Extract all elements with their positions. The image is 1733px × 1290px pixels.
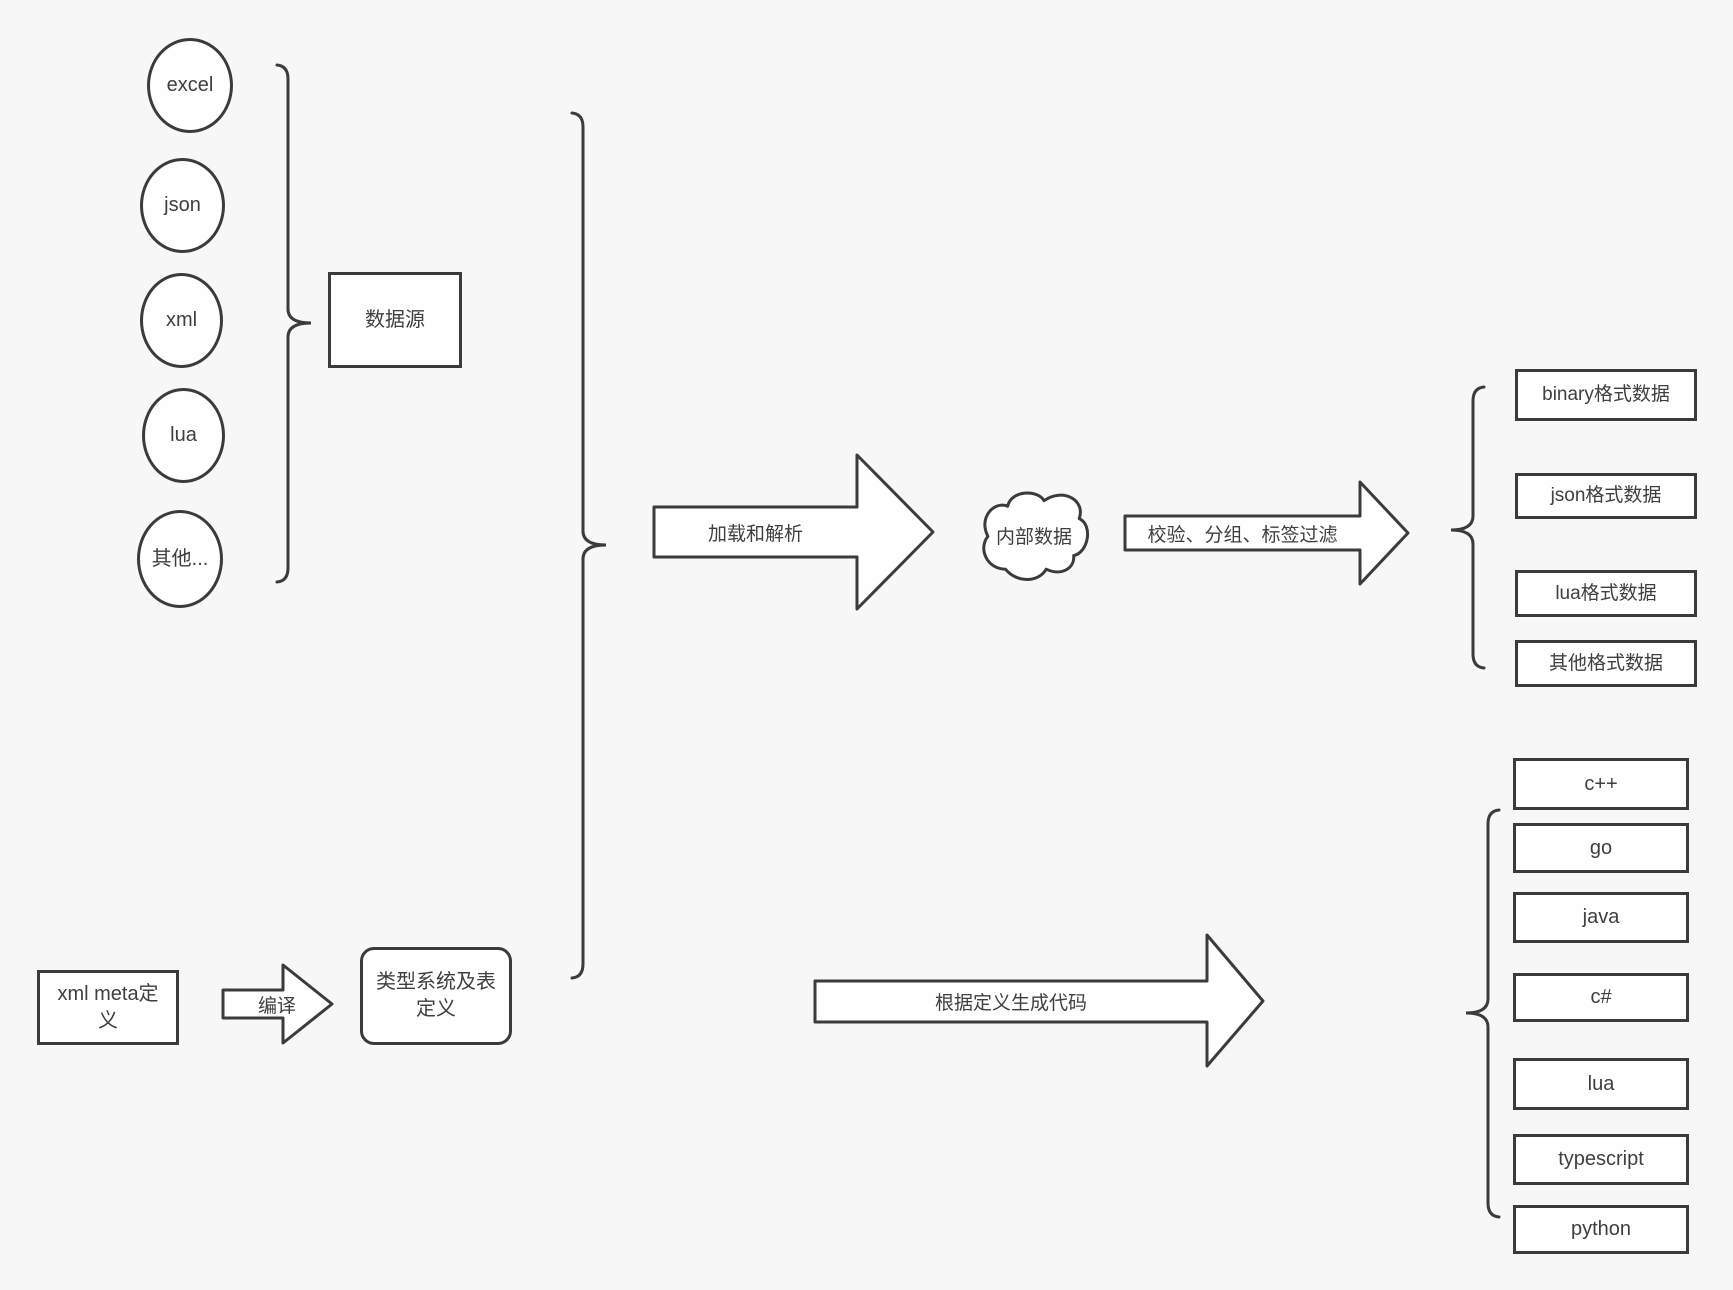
- source-ellipse-other: 其他...: [137, 510, 223, 608]
- source-ellipse-excel: excel: [147, 38, 233, 133]
- format-box-other-label: 其他格式数据: [1548, 652, 1663, 674]
- compile-arrow: [221, 963, 334, 1045]
- language-box-python-label: python: [1570, 1218, 1632, 1240]
- source-ellipse-other-label: 其他...: [151, 547, 209, 570]
- brace-languages: [1465, 808, 1501, 1219]
- internal-data-cloud: [982, 491, 1090, 581]
- format-box-lua: lua格式数据: [1515, 570, 1697, 617]
- load-parse-arrow: [652, 453, 935, 611]
- data-source-box-label: 数据源: [365, 308, 425, 331]
- language-box-csharp-label: c#: [1590, 986, 1612, 1008]
- language-box-lua-label: lua: [1587, 1072, 1615, 1095]
- data-source-box: 数据源: [328, 272, 462, 368]
- type-system-box: 类型系统及表定义: [360, 947, 512, 1045]
- brace-data-formats: [1450, 385, 1486, 670]
- brace-sources: [275, 63, 312, 584]
- format-box-binary: binary格式数据: [1515, 369, 1697, 421]
- type-system-box-label: 类型系统及表定义: [376, 971, 496, 1020]
- language-box-java: java: [1513, 892, 1689, 943]
- language-box-cpp: c++: [1513, 758, 1689, 810]
- source-ellipse-json-label: json: [164, 194, 201, 216]
- load-parse-arrow-label: 加载和解析: [707, 523, 803, 545]
- filter-arrow-label: 校验、分组、标签过滤: [1147, 524, 1338, 546]
- language-box-go-label: go: [1589, 836, 1613, 859]
- format-box-lua-label: lua格式数据: [1555, 582, 1657, 604]
- language-box-cpp-label: c++: [1584, 772, 1618, 795]
- source-ellipse-xml-label: xml: [165, 309, 198, 331]
- format-box-binary-label: binary格式数据: [1542, 384, 1670, 406]
- xml-meta-box: xml meta定义: [37, 970, 179, 1045]
- language-box-java-label: java: [1582, 906, 1620, 928]
- source-ellipse-excel-label: excel: [166, 74, 214, 96]
- language-box-python: python: [1513, 1205, 1689, 1254]
- xml-meta-box-label: xml meta定义: [57, 982, 159, 1032]
- format-box-other: 其他格式数据: [1515, 640, 1697, 687]
- language-box-csharp: c#: [1513, 973, 1689, 1022]
- generate-code-arrow: [813, 933, 1265, 1068]
- format-box-json: json格式数据: [1515, 473, 1697, 519]
- filter-arrow: [1123, 480, 1410, 586]
- format-box-json-label: json格式数据: [1550, 485, 1662, 507]
- brace-left-all: [570, 111, 607, 980]
- language-box-lua: lua: [1513, 1058, 1689, 1110]
- source-ellipse-lua: lua: [142, 388, 225, 483]
- source-ellipse-xml: xml: [140, 273, 223, 368]
- language-box-typescript: typescript: [1513, 1134, 1689, 1185]
- language-box-go: go: [1513, 823, 1689, 873]
- language-box-typescript-label: typescript: [1558, 1148, 1644, 1170]
- source-ellipse-json: json: [140, 158, 225, 253]
- compile-arrow-label: 编译: [257, 995, 296, 1017]
- internal-data-cloud-label: 内部数据: [995, 526, 1072, 548]
- generate-code-arrow-label: 根据定义生成代码: [934, 993, 1087, 1014]
- source-ellipse-lua-label: lua: [170, 424, 197, 446]
